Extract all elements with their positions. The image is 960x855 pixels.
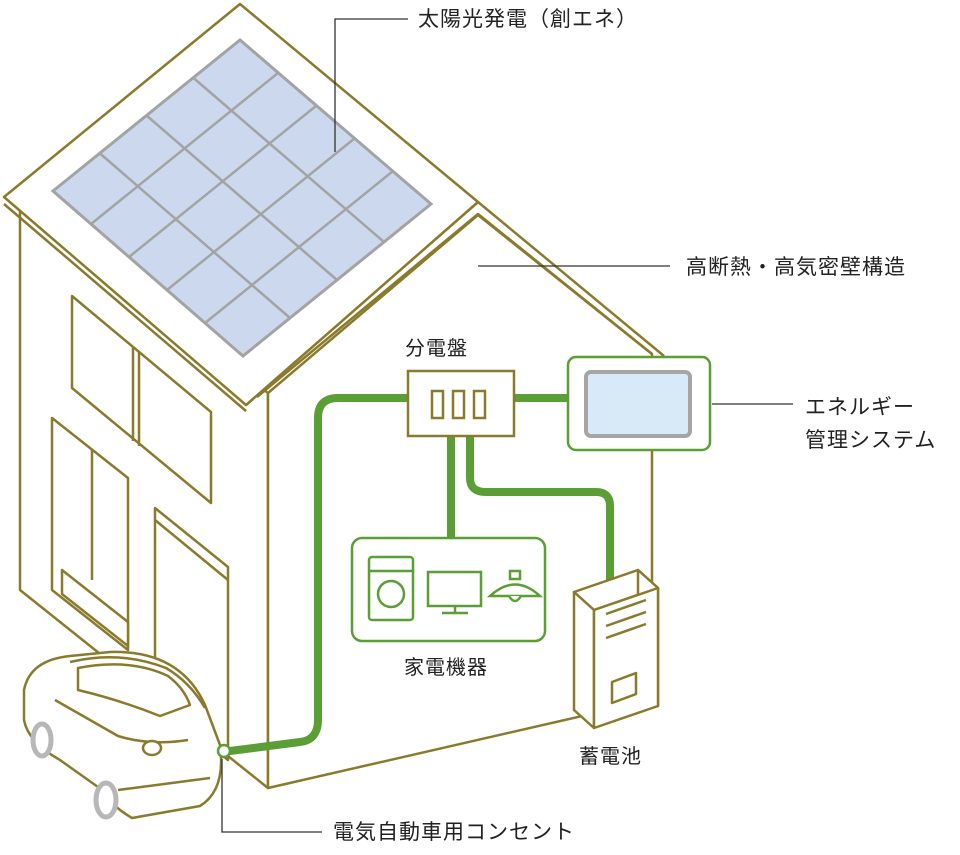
car-icon: [22, 650, 223, 820]
house-right-wall: [266, 213, 654, 790]
battery-front: [572, 590, 596, 730]
wire-ev: [226, 394, 412, 755]
car-roof-line: [69, 655, 207, 709]
solar-grid-line: [90, 71, 279, 225]
battery-icon: [572, 568, 660, 730]
house-icon: [2, 2, 665, 790]
hems-label-line1: エネルギー: [805, 395, 915, 419]
roof-eave-front: [3, 203, 247, 412]
appliances-group: [350, 536, 547, 643]
ev-outlet-label: 電気自動車用コンセント: [333, 820, 575, 844]
solar-grid-line: [204, 170, 394, 324]
solar-grid-line: [128, 104, 318, 258]
monitor-icon: [566, 355, 712, 452]
solar-grid-line: [98, 152, 291, 319]
wire-battery: [466, 432, 614, 586]
solar-power-label: 太陽光発電（創エネ）: [418, 7, 638, 31]
solar-grid: [90, 71, 394, 324]
distribution-panel-label: 分電盤: [405, 336, 468, 360]
car-mirror: [141, 739, 163, 757]
leader-solar: [334, 18, 408, 152]
distribution-panel-icon: [406, 369, 516, 438]
solar-grid-line: [166, 137, 356, 291]
appliances-label: 家電機器: [404, 655, 488, 679]
ceiling-lamp-icon: [486, 569, 544, 603]
monitor-screen: [584, 370, 692, 438]
solar-grid-line: [145, 114, 338, 281]
car-bumper: [117, 776, 211, 792]
insulation-label: 高断熱・高気密壁構造: [686, 255, 906, 279]
leader-lines: [221, 18, 793, 833]
outlet-icon: [216, 743, 232, 759]
breaker: [430, 389, 445, 420]
breaker: [451, 389, 466, 420]
solar-panel-icon: [50, 38, 434, 358]
upper-window: [70, 294, 213, 505]
hems-label: エネルギー 管理システム: [805, 391, 936, 456]
tv-icon: [426, 570, 483, 615]
car-door-line: [54, 698, 189, 744]
battery-window: [610, 671, 638, 705]
battery-face: [592, 586, 660, 730]
car-body: [22, 650, 223, 820]
gable-eave-inner: [256, 212, 653, 398]
leader-ev: [221, 759, 322, 833]
front-door-inner: [154, 519, 229, 581]
battery-label: 蓄電池: [579, 744, 642, 768]
wires: [226, 394, 614, 755]
hems-label-line2: 管理システム: [805, 427, 937, 452]
washing-machine-icon: [367, 555, 415, 622]
breaker: [472, 389, 487, 420]
car-wheel: [30, 721, 119, 820]
balcony: [60, 568, 130, 648]
solar-grid-line: [192, 76, 385, 243]
car-window: [76, 663, 192, 718]
